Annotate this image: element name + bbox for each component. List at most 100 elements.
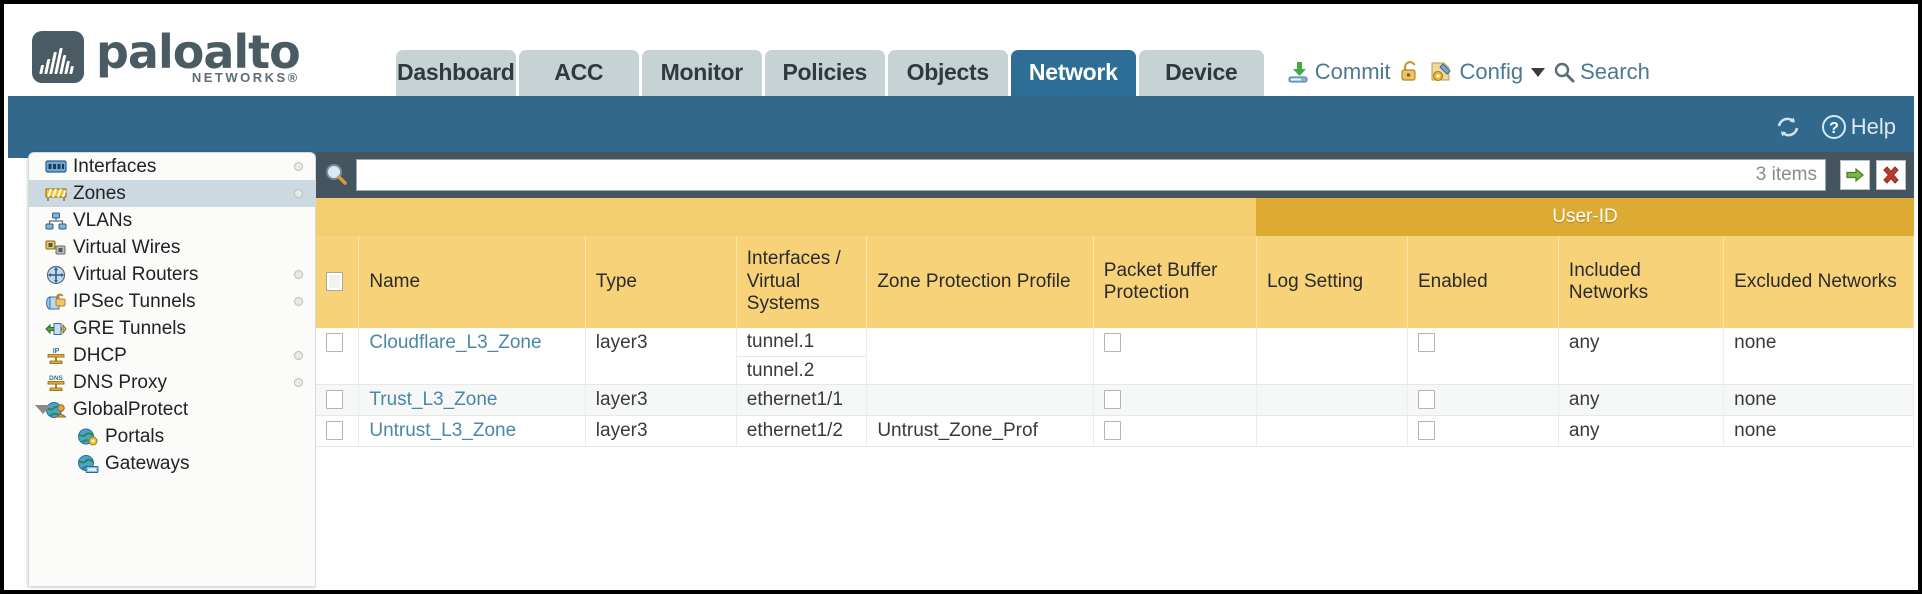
- cell-packet-buffer-protection[interactable]: [1093, 384, 1257, 416]
- column-header-log-setting[interactable]: Log Setting: [1256, 236, 1408, 328]
- sidebar-item-virtual-wires[interactable]: Virtual Wires: [29, 234, 315, 261]
- close-icon: [1880, 164, 1902, 186]
- sidebar-item-ipsec-tunnels[interactable]: IPSec Tunnels: [29, 288, 315, 315]
- sidebar-item-dhcp[interactable]: IP DHCP: [29, 342, 315, 369]
- column-header-type[interactable]: Type: [585, 236, 737, 328]
- column-header-name[interactable]: Name: [358, 236, 586, 328]
- virtual-routers-icon: [43, 265, 69, 285]
- zone-link[interactable]: Cloudflare_L3_Zone: [369, 332, 542, 353]
- select-all-checkbox[interactable]: [326, 272, 343, 292]
- sidebar-item-zones[interactable]: Zones: [29, 180, 315, 207]
- column-header-zone-protection[interactable]: Zone Protection Profile: [866, 236, 1094, 328]
- item-count-label: 3 items: [1755, 164, 1817, 185]
- cell-user-id-enabled[interactable]: [1407, 384, 1559, 416]
- sidebar-item-label: VLANs: [73, 209, 133, 231]
- user-id-enabled-checkbox[interactable]: [1417, 390, 1435, 410]
- row-select-cell[interactable]: [316, 384, 360, 416]
- sidebar-item-label: Portals: [105, 425, 165, 447]
- clear-filter-button[interactable]: [1876, 160, 1906, 190]
- arrow-right-icon: [1844, 164, 1866, 186]
- table-row[interactable]: Cloudflare_L3_Zone layer3 tunnel.1 tunne…: [316, 328, 1914, 385]
- tab-dashboard[interactable]: Dashboard: [395, 50, 516, 96]
- status-dot: [294, 378, 303, 387]
- row-select-cell[interactable]: [316, 415, 360, 447]
- commit-label: Commit: [1314, 59, 1391, 84]
- table-row[interactable]: Trust_L3_Zone layer3 ethernet1/1 any: [316, 384, 1914, 416]
- sidebar-item-interfaces[interactable]: Interfaces: [29, 153, 315, 180]
- zone-link[interactable]: Trust_L3_Zone: [369, 389, 498, 410]
- config-button[interactable]: Config: [1429, 59, 1546, 85]
- cell-packet-buffer-protection[interactable]: [1093, 415, 1257, 447]
- commit-icon: [1286, 60, 1310, 84]
- sidebar-item-gre-tunnels[interactable]: GRE Tunnels: [29, 315, 315, 342]
- filter-bar: 3 items: [316, 152, 1914, 198]
- zone-link[interactable]: Untrust_L3_Zone: [369, 420, 517, 441]
- top-action-bar: Commit: [1286, 59, 1650, 85]
- sidebar-item-label: IPSec Tunnels: [73, 290, 196, 312]
- cell-packet-buffer-protection[interactable]: [1093, 328, 1257, 385]
- help-button[interactable]: ? Help: [1821, 114, 1896, 140]
- filter-input[interactable]: 3 items: [356, 159, 1826, 191]
- column-header-packet-buffer[interactable]: Packet Buffer Protection: [1093, 236, 1257, 328]
- cell-name[interactable]: Untrust_L3_Zone: [358, 415, 586, 447]
- sidebar-item-globalprotect[interactable]: GlobalProtect: [29, 396, 315, 423]
- search-button[interactable]: Search: [1553, 59, 1650, 85]
- cell-excluded-networks: none: [1723, 328, 1914, 385]
- tab-network[interactable]: Network: [1010, 50, 1136, 96]
- column-header-excluded-networks[interactable]: Excluded Networks: [1723, 236, 1914, 328]
- column-header-enabled[interactable]: Enabled: [1407, 236, 1559, 328]
- sidebar-item-label: Gateways: [105, 452, 190, 474]
- gre-tunnels-icon: [43, 320, 69, 338]
- cell-user-id-enabled[interactable]: [1407, 328, 1559, 385]
- gateways-icon: [75, 454, 101, 474]
- chevron-down-icon[interactable]: [1531, 67, 1546, 77]
- packet-buffer-checkbox[interactable]: [1103, 390, 1121, 410]
- search-icon[interactable]: [324, 162, 350, 188]
- table-row[interactable]: Untrust_L3_Zone layer3 ethernet1/2 Untru…: [316, 415, 1914, 447]
- sidebar-item-label: Zones: [73, 182, 126, 204]
- sidebar-item-gateways[interactable]: Gateways: [29, 450, 315, 477]
- sidebar-item-dns-proxy[interactable]: DNS DNS Proxy: [29, 369, 315, 396]
- apply-filter-button[interactable]: [1840, 160, 1870, 190]
- cell-name[interactable]: Trust_L3_Zone: [358, 384, 586, 416]
- column-header-interfaces[interactable]: Interfaces / Virtual Systems: [736, 236, 868, 328]
- user-id-enabled-checkbox[interactable]: [1417, 421, 1435, 441]
- interfaces-icon: [43, 159, 69, 175]
- column-header-included-networks[interactable]: Included Networks: [1558, 236, 1725, 328]
- cell-included-networks: any: [1558, 384, 1725, 416]
- interface-entry: tunnel.2: [736, 356, 867, 384]
- main-tab-bar[interactable]: Dashboard ACC Monitor Policies Objects N…: [395, 50, 1264, 96]
- sidebar-item-label: GRE Tunnels: [73, 317, 186, 339]
- packet-buffer-checkbox[interactable]: [1103, 333, 1121, 353]
- cell-interfaces: tunnel.1 tunnel.2: [736, 328, 868, 385]
- cell-interfaces: ethernet1/2: [736, 415, 868, 447]
- chevron-down-icon[interactable]: [35, 405, 51, 414]
- row-checkbox[interactable]: [326, 333, 343, 353]
- select-all-header[interactable]: [316, 236, 360, 328]
- commit-button[interactable]: Commit: [1286, 59, 1391, 85]
- cell-user-id-enabled[interactable]: [1407, 415, 1559, 447]
- network-sidebar[interactable]: Interfaces Zones: [28, 152, 316, 586]
- cell-name[interactable]: Cloudflare_L3_Zone: [358, 328, 586, 385]
- sidebar-item-portals[interactable]: Portals: [29, 423, 315, 450]
- row-checkbox[interactable]: [326, 390, 343, 410]
- refresh-icon[interactable]: [1775, 115, 1801, 139]
- tab-device[interactable]: Device: [1138, 50, 1264, 96]
- row-checkbox[interactable]: [326, 421, 343, 441]
- user-id-enabled-checkbox[interactable]: [1417, 333, 1435, 353]
- tab-objects[interactable]: Objects: [887, 50, 1008, 96]
- zones-table: User-ID Name Type Interfaces / Virtual S…: [316, 198, 1914, 447]
- sidebar-item-virtual-routers[interactable]: Virtual Routers: [29, 261, 315, 288]
- packet-buffer-checkbox[interactable]: [1103, 421, 1121, 441]
- status-dot: [294, 189, 303, 198]
- tab-monitor[interactable]: Monitor: [641, 50, 762, 96]
- sidebar-item-vlans[interactable]: VLANs: [29, 207, 315, 234]
- group-header-spacer: [316, 198, 1257, 236]
- vlans-icon: [43, 212, 69, 230]
- tab-policies[interactable]: Policies: [764, 50, 885, 96]
- row-select-cell[interactable]: [316, 328, 360, 385]
- table-group-header-row: User-ID: [316, 198, 1914, 236]
- tab-acc[interactable]: ACC: [518, 50, 639, 96]
- lock-button[interactable]: [1399, 60, 1421, 84]
- cell-type: layer3: [585, 384, 737, 416]
